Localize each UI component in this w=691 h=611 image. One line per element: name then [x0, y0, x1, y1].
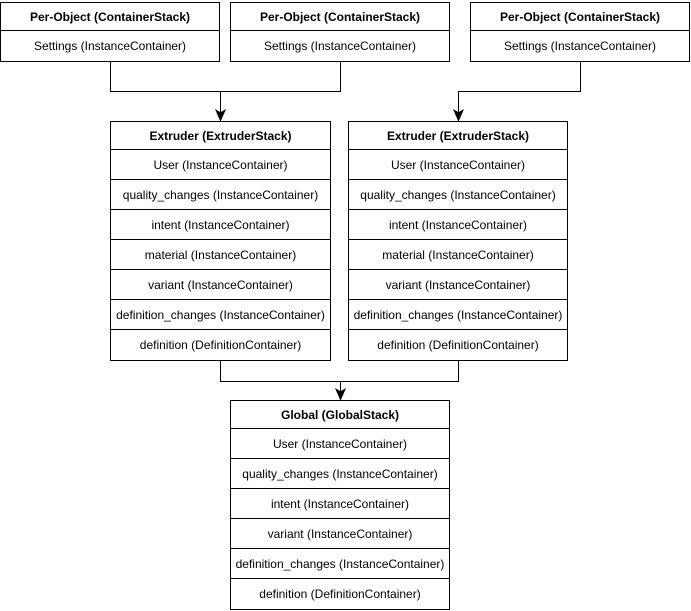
stack-row-quality-changes: quality_changes (InstanceContainer) [111, 180, 330, 210]
extruder-stack-2: Extruder (ExtruderStack) User (InstanceC… [348, 121, 568, 361]
stack-row-definition-changes: definition_changes (InstanceContainer) [111, 300, 330, 330]
stack-row-definition: definition (DefinitionContainer) [259, 587, 421, 601]
global-stack: Global (GlobalStack) User (InstanceConta… [230, 400, 450, 610]
connector-arrowhead [452, 109, 465, 122]
stack-row-variant: variant (InstanceContainer) [349, 270, 567, 300]
stack-row-intent: intent (InstanceContainer) [349, 210, 567, 240]
stack-row-definition: definition (DefinitionContainer) [377, 338, 539, 352]
per-object-stack-3: Per-Object (ContainerStack) Settings (In… [470, 2, 690, 62]
per-object-stack-2: Per-Object (ContainerStack) Settings (In… [230, 2, 450, 62]
stack-row-intent: intent (InstanceContainer) [231, 489, 449, 519]
stack-row-user: User (InstanceContainer) [231, 429, 449, 459]
stack-row-variant: variant (InstanceContainer) [231, 519, 449, 549]
stack-row-material: material (InstanceContainer) [111, 240, 330, 270]
stack-title: Per-Object (ContainerStack) [1, 3, 219, 31]
stack-row-definition-changes: definition_changes (InstanceContainer) [349, 300, 567, 330]
connector-arrowhead [214, 109, 227, 122]
stack-row-variant: variant (InstanceContainer) [111, 270, 330, 300]
connector-perobjects-to-extruder-1 [110, 62, 341, 122]
stack-title: Extruder (ExtruderStack) [349, 122, 567, 150]
connector-perobject3-to-extruder-2 [452, 62, 581, 122]
stack-row-quality-changes: quality_changes (InstanceContainer) [231, 459, 449, 489]
stack-row-quality-changes: quality_changes (InstanceContainer) [349, 180, 567, 210]
stack-title: Per-Object (ContainerStack) [231, 3, 449, 31]
stack-row-definition: definition (DefinitionContainer) [139, 338, 302, 352]
stack-title: Per-Object (ContainerStack) [471, 3, 689, 31]
stack-row-settings: Settings (InstanceContainer) [503, 39, 657, 53]
stack-title: Extruder (ExtruderStack) [111, 122, 330, 150]
connector-extruders-to-global [220, 361, 459, 401]
extruder-stack-1: Extruder (ExtruderStack) User (InstanceC… [110, 121, 331, 361]
stack-row-user: User (InstanceContainer) [349, 150, 567, 180]
stack-row-user: User (InstanceContainer) [111, 150, 330, 180]
per-object-stack-1: Per-Object (ContainerStack) Settings (In… [0, 2, 220, 62]
stack-row-settings: Settings (InstanceContainer) [263, 39, 417, 53]
stack-row-material: material (InstanceContainer) [349, 240, 567, 270]
stack-row-settings: Settings (InstanceContainer) [33, 39, 187, 53]
stack-title: Global (GlobalStack) [231, 401, 449, 429]
stack-row-intent: intent (InstanceContainer) [111, 210, 330, 240]
connector-arrowhead [334, 388, 347, 401]
stack-row-definition-changes: definition_changes (InstanceContainer) [231, 549, 449, 579]
